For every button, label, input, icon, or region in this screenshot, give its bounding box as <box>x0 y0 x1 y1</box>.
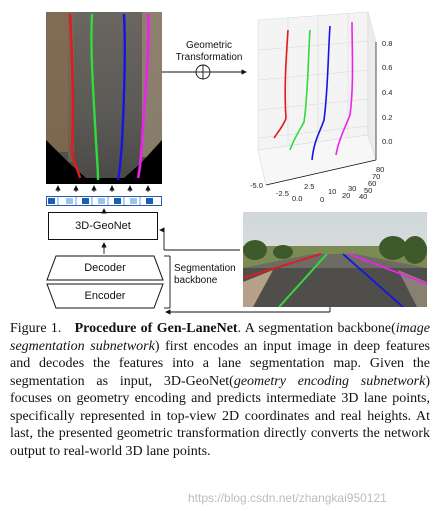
encoder-label: Encoder <box>84 290 126 302</box>
feature-strip <box>46 196 162 206</box>
3d-lane-blue <box>311 25 331 161</box>
figure-caption: Figure 1. Procedure of Gen-LaneNet. A se… <box>10 320 430 460</box>
caption-title: Procedure of Gen-LaneNet <box>74 321 238 336</box>
y-tick: 30 <box>348 184 356 193</box>
caption-text-1: . A segmentation backbone( <box>237 321 396 336</box>
lane-line-magenta <box>136 13 150 179</box>
geometric-transformation-label: Geometric Transformation <box>175 40 243 63</box>
figure-label: Figure 1. <box>10 321 62 336</box>
caption-italic-1: image segmentation subnetwork <box>10 321 430 354</box>
3d-lane-green <box>289 29 311 151</box>
y-tick: 20 <box>342 191 350 200</box>
z-tick: 0.8 <box>382 39 392 48</box>
z-tick: 0.6 <box>382 63 392 72</box>
decoder-label: Decoder <box>84 262 126 274</box>
3d-lane-magenta <box>335 21 354 156</box>
caption-text-2: ) first encodes an input image in deep f… <box>10 338 430 389</box>
lane-line-green <box>90 13 100 181</box>
y-tick: 60 <box>368 179 376 188</box>
y-tick: 50 <box>364 186 372 195</box>
y-tick: 0 <box>320 195 324 204</box>
z-tick: 0.2 <box>382 113 392 122</box>
encoder-box <box>46 283 164 309</box>
segmentation-backbone-label: Segmentation backbone <box>174 263 236 286</box>
x-tick: 2.5 <box>304 182 314 191</box>
y-tick: 70 <box>372 172 380 181</box>
y-tick: 80 <box>376 165 384 174</box>
y-tick: 40 <box>359 192 367 201</box>
y-tick: 10 <box>328 187 336 196</box>
3d-lane-red <box>273 29 289 139</box>
x-tick: -2.5 <box>276 189 289 198</box>
caption-text-3: ) focuses on geometry encoding and predi… <box>10 373 430 459</box>
geonet-box: 3D-GeoNet <box>48 212 158 240</box>
x-tick: 0.0 <box>292 194 302 203</box>
geonet-label: 3D-GeoNet <box>75 220 131 232</box>
diagram-connectors <box>55 64 331 315</box>
caption-italic-2: geometry encoding subnetwork <box>233 373 426 389</box>
3d-lane-plot: 0.8 0.6 0.4 0.2 0.0 80 70 60 50 40 30 20… <box>250 11 392 204</box>
x-tick: -5.0 <box>250 181 263 190</box>
decoder-box <box>46 255 164 281</box>
watermark: https://blog.csdn.net/zhangkai950121 <box>188 491 387 505</box>
lane-line-blue <box>116 13 127 181</box>
camera-input-image <box>243 212 427 307</box>
z-tick: 0.4 <box>382 88 392 97</box>
lane-line-red <box>68 13 82 179</box>
top-view-image <box>46 12 162 184</box>
z-tick: 0.0 <box>382 137 392 146</box>
